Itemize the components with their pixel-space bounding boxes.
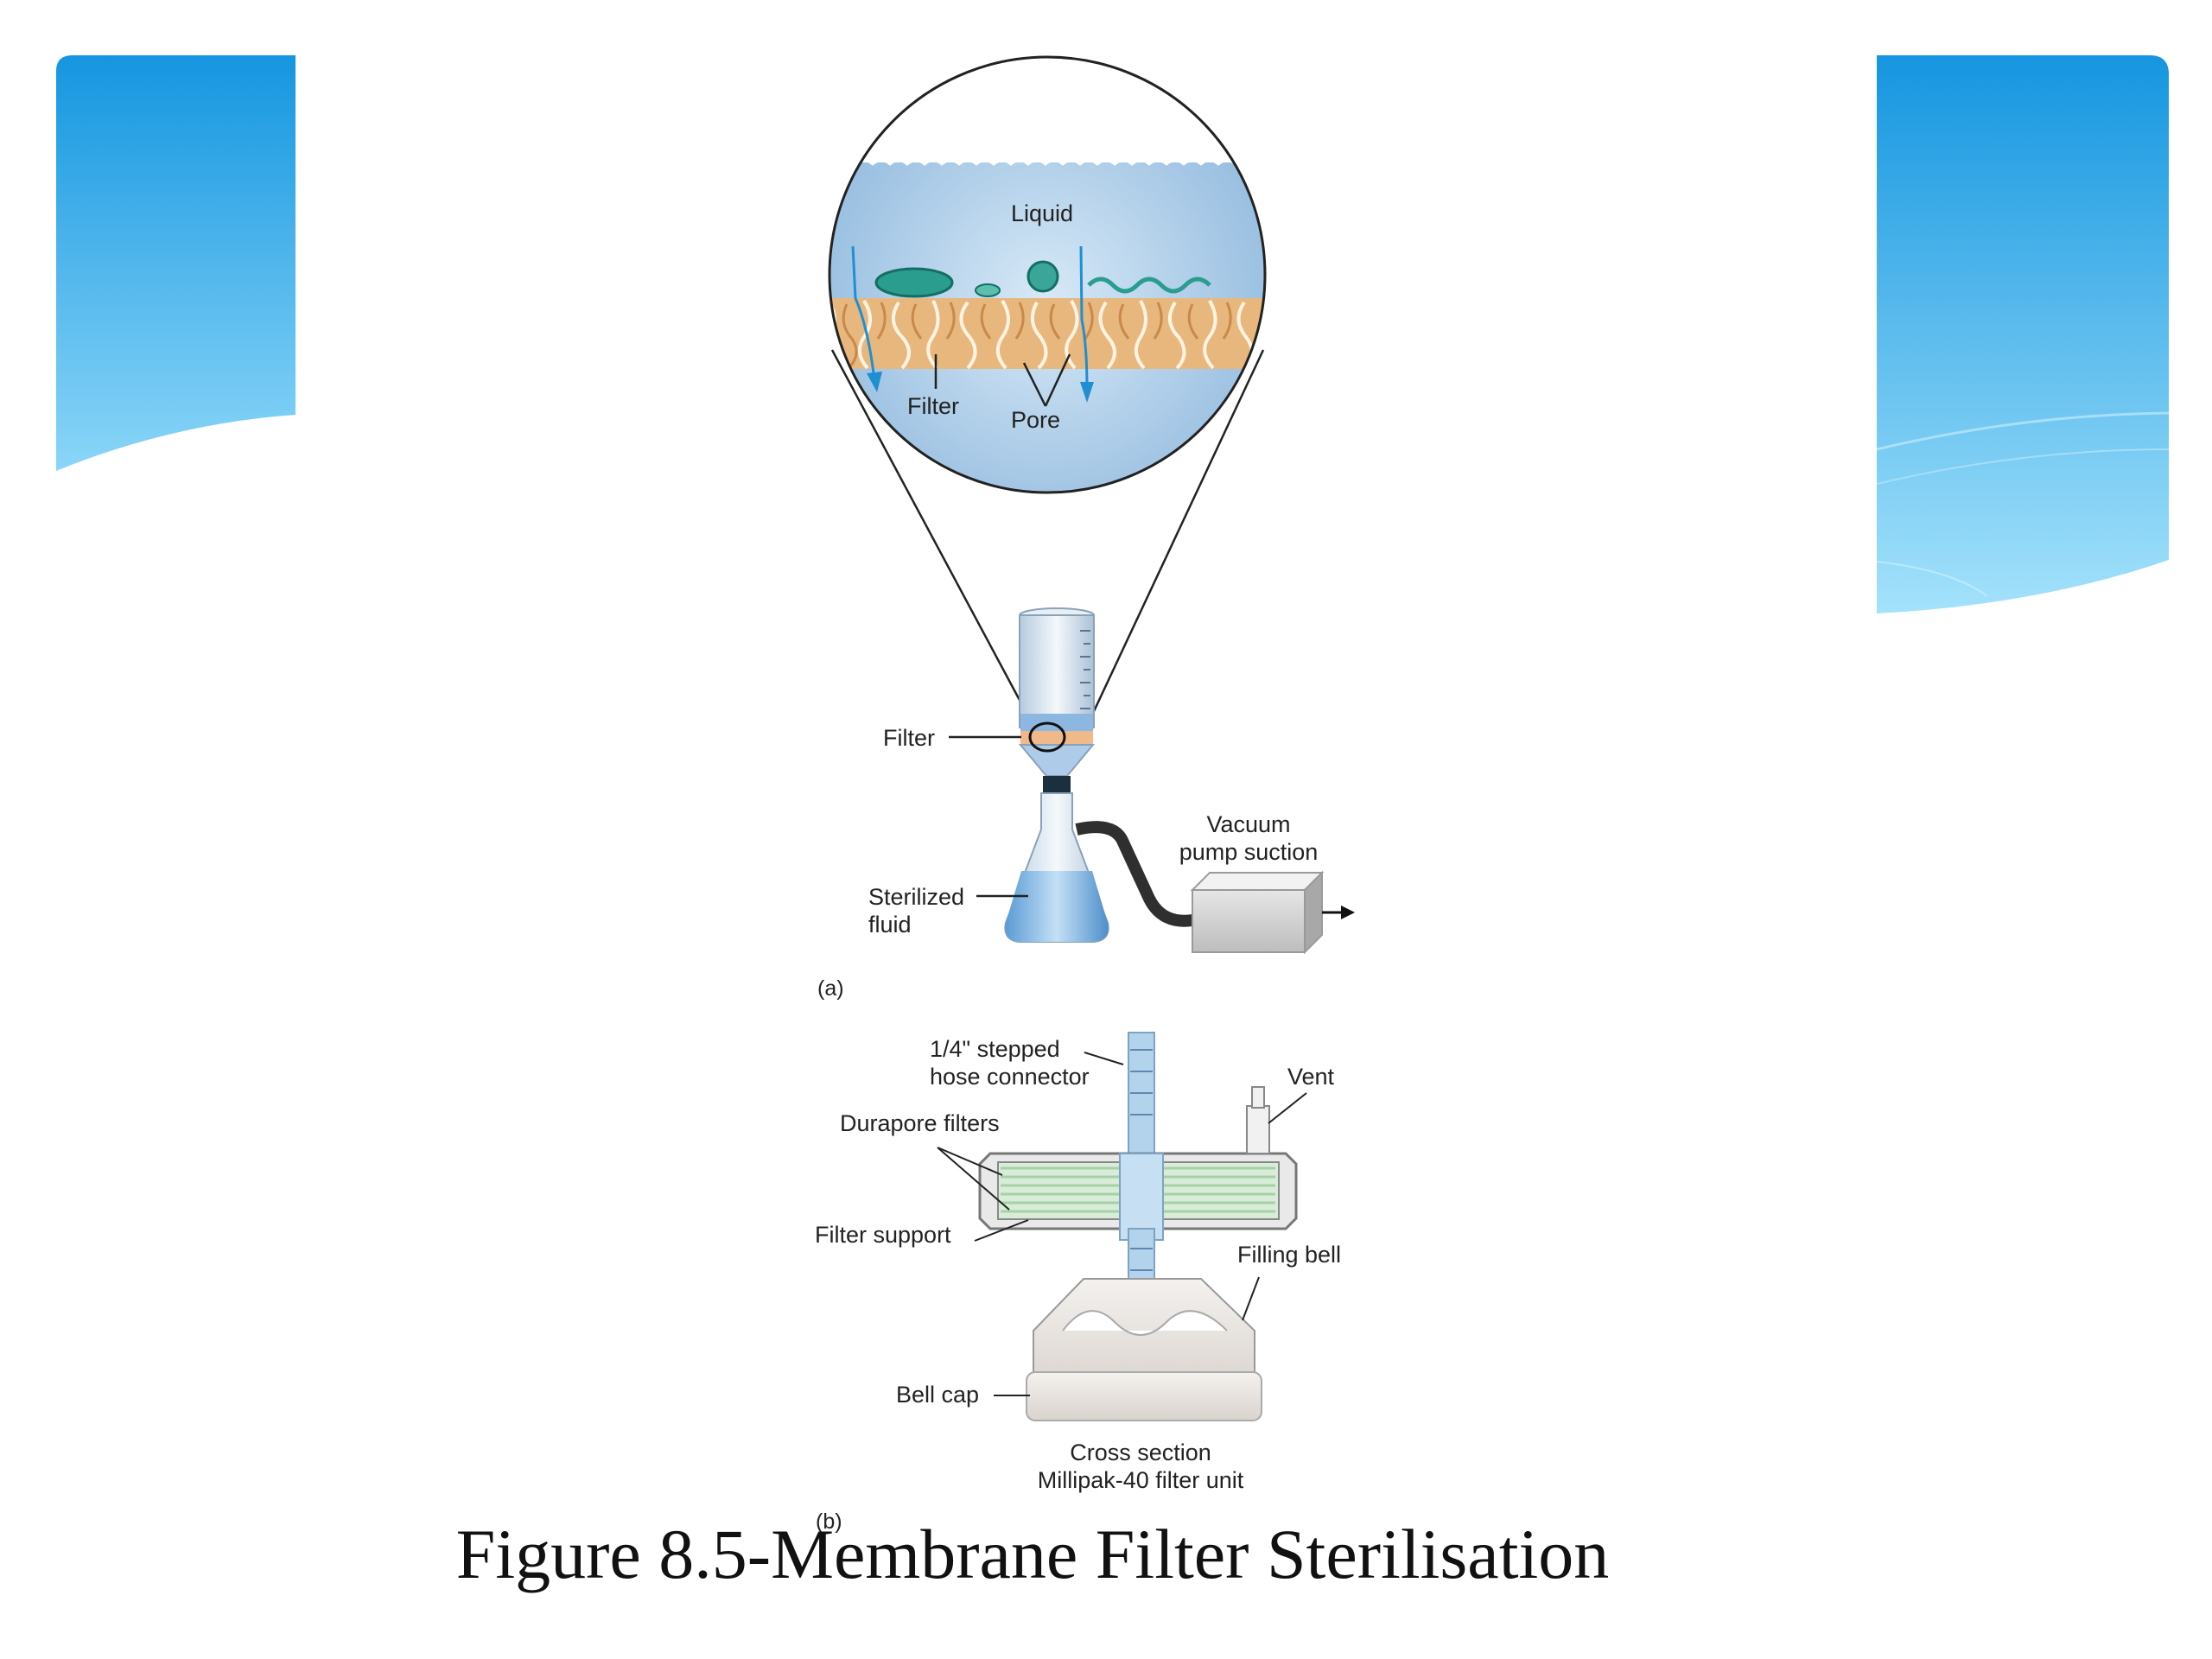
left-tab-shape [56, 55, 296, 471]
bell-cap-label: Bell cap [896, 1382, 980, 1408]
filling-bell-label: Filling bell [1237, 1242, 1342, 1268]
apparatus-filter-label: Filter [883, 725, 935, 751]
durapore-filters-label: Durapore filters [840, 1110, 1000, 1136]
right-tab-shape [1877, 55, 2169, 613]
liquid-label: Liquid [1011, 200, 1074, 226]
millipak-filter-unit [937, 1032, 1307, 1421]
cross-section-label-line2: Millipak-40 filter unit [1037, 1467, 1244, 1493]
magnified-filter-label: Filter [907, 393, 959, 419]
cross-section-label-line1: Cross section [1070, 1440, 1211, 1465]
vacuum-label-line1: Vacuum [1206, 811, 1291, 837]
hose-connector-label-line2: hose connector [930, 1064, 1090, 1090]
slide-caption: Figure 8.5-Membrane Filter Sterilisation [455, 1515, 1610, 1593]
filter-apparatus [949, 607, 1355, 955]
hose-connector-label-line1: 1/4" stepped [930, 1036, 1060, 1062]
filter-support-label: Filter support [815, 1222, 951, 1248]
pore-label: Pore [1011, 407, 1061, 433]
sterilized-fluid-label-line1: Sterilized [868, 884, 965, 910]
vent-label: Vent [1287, 1064, 1335, 1090]
panel-a-letter: (a) [817, 976, 844, 1001]
vacuum-label-line2: pump suction [1179, 839, 1319, 865]
panel-b-letter: (b) [816, 1510, 842, 1534]
sterilized-fluid-label-line2: fluid [868, 912, 912, 938]
